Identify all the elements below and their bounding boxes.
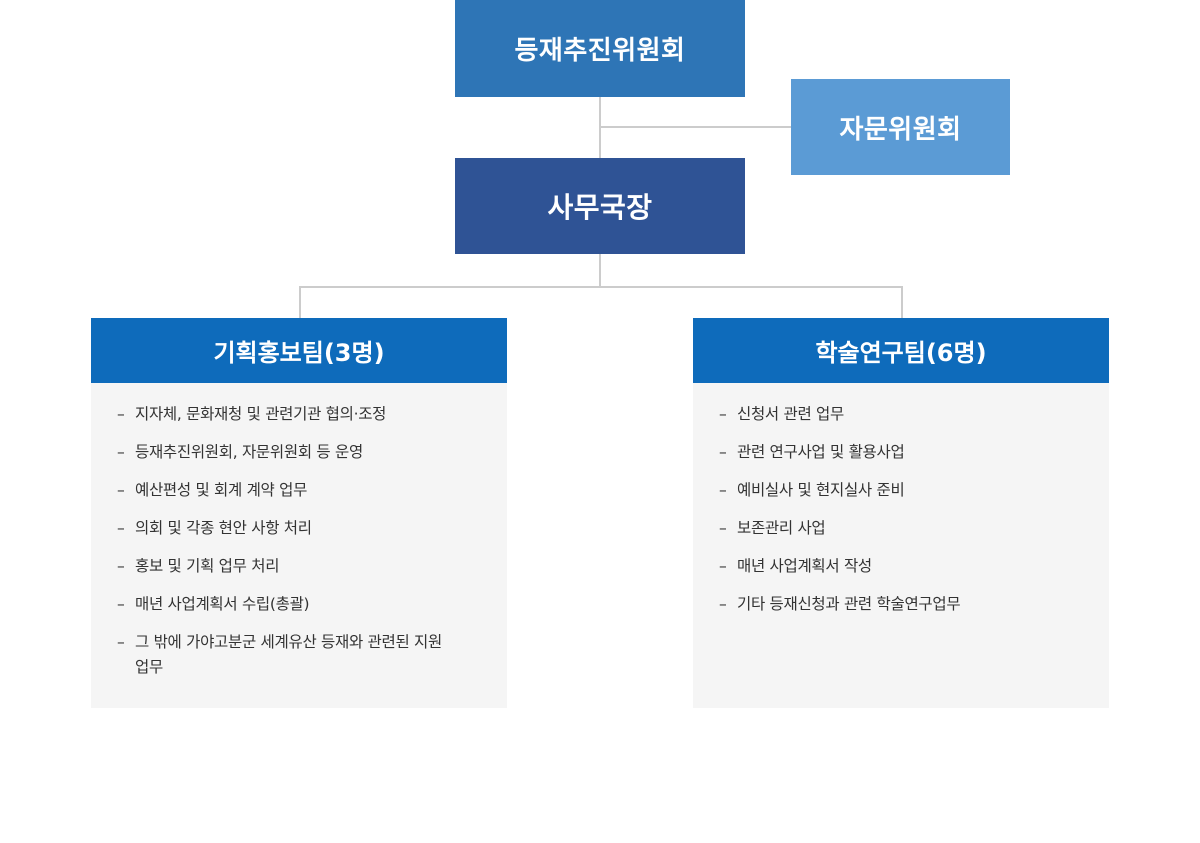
- duty-item: 의회 및 각종 현안 사항 처리: [117, 516, 483, 541]
- duty-item: 관련 연구사업 및 활용사업: [719, 440, 1085, 465]
- duty-item: 그 밖에 가야고분군 세계유산 등재와 관련된 지원 업무: [117, 630, 483, 680]
- team-title: 기획홍보팀(3명): [213, 339, 385, 367]
- committee-label: 등재추진위원회: [514, 36, 686, 66]
- duty-item: 예비실사 및 현지실사 준비: [719, 478, 1085, 503]
- duty-item: 기타 등재신청과 관련 학술연구업무: [719, 592, 1085, 617]
- duty-item: 홍보 및 기획 업무 처리: [117, 554, 483, 579]
- connector-team-horizontal: [299, 286, 903, 288]
- secretary-box: 사무국장: [455, 158, 745, 254]
- team-planning-pr: 기획홍보팀(3명) 지자체, 문화재청 및 관련기관 협의·조정 등재추진위원회…: [91, 318, 507, 708]
- connector-team-left: [299, 286, 301, 318]
- team-academic-research: 학술연구팀(6명) 신청서 관련 업무 관련 연구사업 및 활용사업 예비실사 …: [693, 318, 1109, 708]
- duty-item: 매년 사업계획서 작성: [719, 554, 1085, 579]
- duty-item: 등재추진위원회, 자문위원회 등 운영: [117, 440, 483, 465]
- team-duties: 신청서 관련 업무 관련 연구사업 및 활용사업 예비실사 및 현지실사 준비 …: [693, 383, 1109, 708]
- team-title: 학술연구팀(6명): [815, 339, 987, 367]
- duty-item: 보존관리 사업: [719, 516, 1085, 541]
- connector-team-right: [901, 286, 903, 318]
- duty-item: 지자체, 문화재청 및 관련기관 협의·조정: [117, 402, 483, 427]
- secretary-label: 사무국장: [547, 191, 653, 224]
- team-header: 학술연구팀(6명): [693, 318, 1109, 383]
- connector-secretary-down: [599, 254, 601, 287]
- team-duties: 지자체, 문화재청 및 관련기관 협의·조정 등재추진위원회, 자문위원회 등 …: [91, 383, 507, 708]
- committee-box: 등재추진위원회: [455, 0, 745, 97]
- duty-item: 신청서 관련 업무: [719, 402, 1085, 427]
- connector-advisory: [600, 126, 791, 128]
- team-header: 기획홍보팀(3명): [91, 318, 507, 383]
- advisory-label: 자문위원회: [839, 114, 962, 145]
- advisory-box: 자문위원회: [791, 79, 1010, 175]
- duty-item: 매년 사업계획서 수립(총괄): [117, 592, 483, 617]
- duty-item: 예산편성 및 회계 계약 업무: [117, 478, 483, 503]
